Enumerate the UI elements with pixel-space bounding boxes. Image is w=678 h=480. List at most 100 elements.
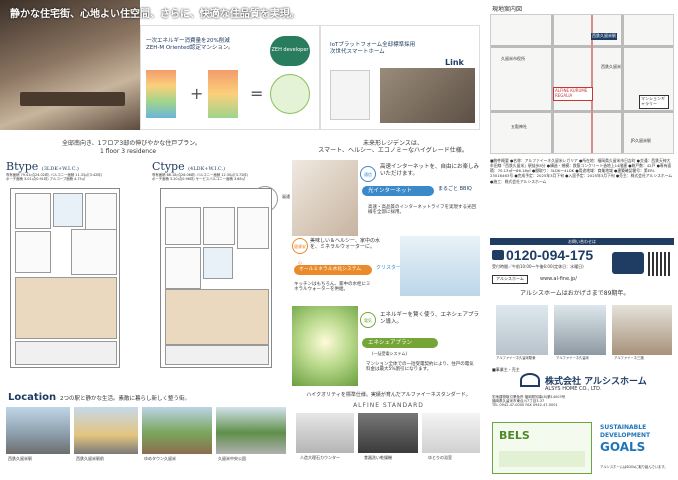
building-photo-1 [496,305,548,355]
b-room-1 [15,193,51,229]
company-name: 株式会社 アルシスホーム [545,377,647,387]
c-bath [203,247,233,279]
south-text: 全邸南向き、1フロア3邸の伸びやかな住戸プラン。 [62,140,201,147]
internet-photo [292,160,358,236]
map-road-3 [491,110,673,113]
c-room-4 [165,247,201,289]
zeh-diagram: + = [146,70,314,120]
water-brand: クリスター [376,265,402,271]
phone-sub: 受付時間／午前10:00〜午後6:00(定休日：水曜日) [492,264,584,269]
standard-caption-1: 人造大理石カウンター [300,455,340,460]
map-panel: 西鉄久留米駅 ALFINE KURUME REGALIA マンションギャラリー … [490,14,674,154]
zeh-bar-1 [146,70,176,118]
internet-brand: まるごと BBIQ [438,186,472,192]
b-balcony [15,341,117,365]
energy-tag: 電気 [360,312,376,328]
north-label: 風通 [282,194,290,199]
c-floor-plan [160,188,272,368]
b-floor-plan [10,188,120,368]
b-room-3 [71,229,117,275]
energy-photo [292,306,358,386]
energy-title: エネルギーを賢く使う、エネシェアプラン導入。 [380,312,480,325]
map-title: 現地案内図 [492,6,523,13]
c-room-1 [165,207,201,245]
internet-band: 光インターネット [362,186,434,196]
bels-logo: BELS [499,429,530,442]
b-room-2 [15,231,51,273]
energy-desc: マンション全体での一括受電契約により、住戸の電気料金は最大5%割引になります。 [366,362,474,373]
energy-subband: (一括受電システム) [372,351,408,356]
phone-icon [492,250,504,260]
map-label-2: ALFINE KURUME REGALIA [553,87,593,101]
b-title-text: Btype [6,160,39,173]
iot-room-photo [380,68,475,123]
headline: 静かな住宅街、心地よい住空間、さらに、快適な住品質を実現。 [10,9,300,20]
water-band: オールミネラル水化システム [294,265,372,275]
building-caption-2: アルファイーネ久留米 [556,356,589,360]
building-caption-1: アルファイーネ久留米駅東 [496,356,536,360]
company-label: ■事業主・売主 [492,367,520,372]
standard-title: ALFINE STANDARD [353,402,424,409]
sdgs-logo: SUSTAINABLE DEVELOPMENT GOALS [600,424,676,464]
standard-intro: ハイクオリティを標準仕様。実績が育んだアルファイーネスタンダード。 [306,392,471,398]
map-road-1 [491,45,673,48]
sdgs-line-2: DEVELOPMENT [600,432,651,439]
hero-photo [0,0,140,130]
c-sub: (4LDK+W.I.C.) [188,166,226,172]
location-caption-4: 久留米中央公園 [218,456,246,461]
water-desc: キッチンはもちろん、家中の水栓にミネラルウォーターを供給。 [294,282,371,293]
location-photo-1 [6,407,70,454]
standard-caption-2: 食器洗い乾燥機 [364,455,392,460]
web-button[interactable]: アルシスホーム [492,275,528,284]
sdgs-line-1: SUSTAINABLE [600,424,647,431]
zeh-text: 一次エネルギー消費量を20%削減 ZEH-M Oriented認定マンション。 [146,38,234,51]
b-wic [85,193,117,233]
c-title-text: Ctype [152,160,185,173]
qr-code-icon [648,252,672,276]
link-logo: Link [445,58,464,67]
company-en: ALSYS HOME CO., LTD. [545,386,602,392]
b-ldk [15,277,117,339]
c-balcony [165,345,269,365]
b-bath [53,193,83,227]
map-label-3: マンションギャラリー [639,95,669,109]
water-tag: 健康安心 [292,238,308,265]
zeh-bar-2 [208,70,238,118]
company-detail: 宅地建物取引業免許 福岡県知事(8)第14003号 福岡県久留米市東合川7丁目3… [492,395,566,408]
plus-icon: + [190,84,204,103]
company-logo-icon [520,373,540,387]
internet-tag: 通信 [360,166,376,182]
location-caption-1: 西鉄久留米駅 [8,456,32,461]
features-intro: 未来形レジデンスは、 スマート、ヘルシー、エコノミーなハイグレード仕様。 [318,140,468,155]
water-photo [400,236,480,296]
location-caption-2: 西鉄久留米駅前 [76,456,104,461]
standard-photo-2 [358,413,418,453]
c-room-3 [237,207,269,249]
internet-title: 高速インターネットを、自由にお楽しみいただけます。 [380,164,480,177]
building-caption-3: アルファイーネ三潴 [614,356,644,360]
standard-caption-3: ゆとりの浴室 [428,455,452,460]
standard-photo-3 [422,413,480,453]
b-title: Btype (3LDK+W.I.C.) [6,160,79,173]
web-cta-button[interactable] [612,252,644,274]
map-label-1: 西鉄久留米駅 [591,33,617,40]
phone-number[interactable]: 0120-094-175 [506,247,594,263]
hero-table [20,92,125,106]
map-label-5: 西鉄久留米 [601,64,621,69]
bels-badge: BELS [492,422,592,474]
b-sub: (3LDK+W.I.C.) [41,166,79,172]
record-text: アルシスホームはおかげさまで89期年。 [520,290,630,297]
zeh-badge: ZEH developer [270,36,310,66]
sdgs-line-3: GOALS [600,440,646,454]
water-title: 美味しい＆ヘルシー、家中の水を、ミネラルウォーターに。 [310,238,380,250]
web-url[interactable]: www.al-fine.jp/ [540,276,577,282]
map-road-4 [621,15,624,153]
property-outline: ■物件概要 ●名称：アルファイーネ久留米レガリア ●所在地：福岡県久留米市日吉町… [490,158,673,184]
map-label-6: 五穀神社 [511,124,527,129]
location-subtitle: 2つの駅と静かな生活。素敵に暮らし新しく整う街。 [60,396,191,402]
location-photo-3 [142,407,212,454]
map-road-2 [551,15,554,153]
location-photo-4 [216,407,286,454]
building-photo-3 [612,305,672,355]
location-caption-3: ゆめタウン久留米 [144,456,176,461]
